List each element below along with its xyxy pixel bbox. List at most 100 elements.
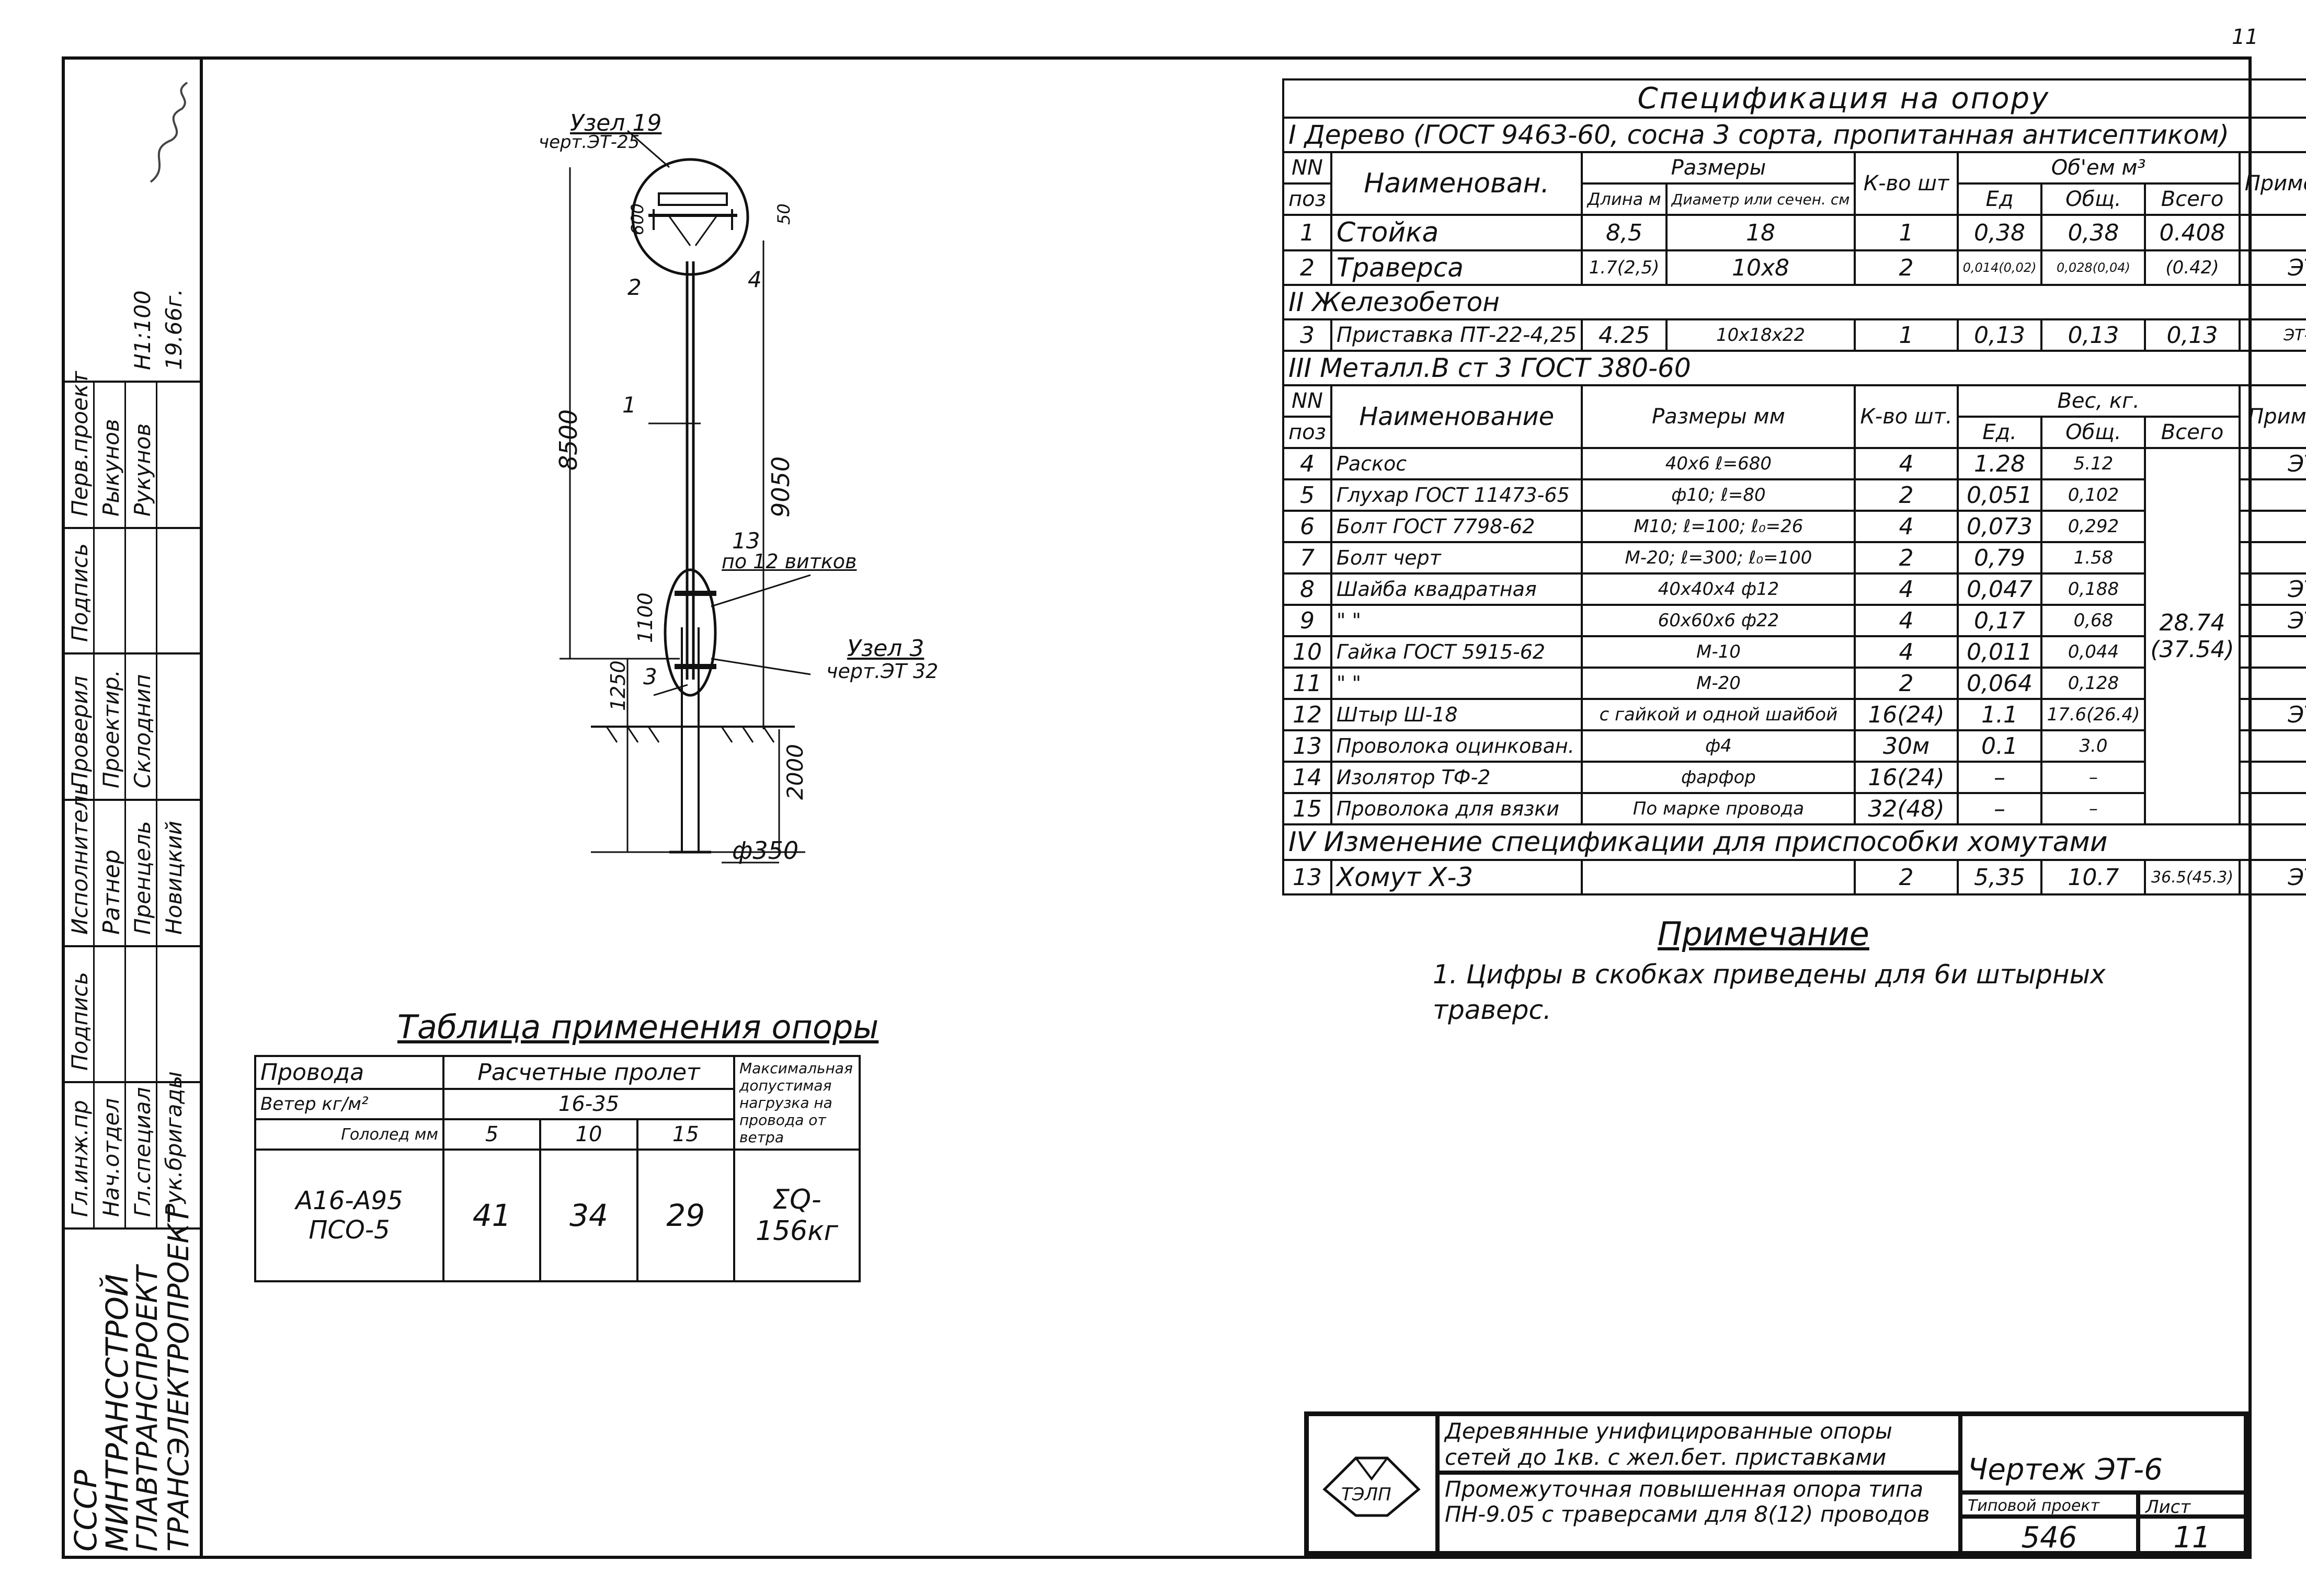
cell: Стойка xyxy=(1330,214,1583,251)
cell: 0,011 xyxy=(1956,635,2043,669)
cell: ЭТ-39 xyxy=(2238,698,2306,731)
cell xyxy=(2238,729,2306,763)
cell xyxy=(2238,667,2306,700)
cell: 17.6(26.4) xyxy=(2040,698,2147,731)
cell: 1.28 xyxy=(1956,447,2043,480)
cell: ЭТ-38 xyxy=(2238,572,2306,606)
cell: 40х40х4 ф12 xyxy=(1581,572,1856,606)
logo-text: ТЭЛП xyxy=(1341,1484,1391,1505)
cell: 5,35 xyxy=(1956,859,2043,895)
stamp-r1-extra: Гл.специал xyxy=(130,1087,155,1217)
title-line-2: Промежуточная повышенная опора типа ПН-9… xyxy=(1437,1473,1960,1553)
dim-top: 600 xyxy=(627,203,647,235)
dim-pole: 9050 xyxy=(767,456,795,518)
cell: 6 xyxy=(1282,510,1332,543)
cell: Проволока для вязки xyxy=(1330,792,1583,825)
dim-ground: 1250 xyxy=(607,660,630,711)
cell: Шайба квадратная xyxy=(1330,572,1583,606)
cell: 1 xyxy=(1282,214,1332,251)
cell: 1.58 xyxy=(2040,541,2147,575)
cell: 4 xyxy=(1854,604,1959,637)
sheet-number: 11 xyxy=(2232,25,2258,49)
cell: 3.0 xyxy=(2040,729,2147,763)
spec-h-diameter: Диаметр или сечен. см xyxy=(1665,182,1856,216)
stamp-r1-last: Рук.бригады xyxy=(161,1071,187,1217)
cell: М10; ℓ=100; ℓ₀=26 xyxy=(1581,510,1856,543)
cell: 0,68 xyxy=(2040,604,2147,637)
h-project: Типовой проект xyxy=(1960,1492,2138,1517)
stamp-r3-extra: Пренцель xyxy=(130,821,155,935)
cell: 8,5 xyxy=(1581,214,1668,251)
spec-h-name2: Наименование xyxy=(1330,384,1583,449)
app-col: 10 xyxy=(539,1118,638,1151)
cell xyxy=(2238,792,2306,825)
cell: 3 xyxy=(1282,318,1332,352)
dim-bind: 1100 xyxy=(634,592,657,643)
app-col: 15 xyxy=(636,1118,736,1151)
stamp-r2-role: Подпись xyxy=(67,972,93,1071)
pos-3: 3 xyxy=(643,664,657,690)
cell: 2 xyxy=(1854,249,1959,286)
cell: 30м xyxy=(1854,729,1959,763)
cell: 10х18х22 xyxy=(1665,318,1856,352)
cell: 2 xyxy=(1282,249,1332,286)
cell: – xyxy=(2040,792,2147,825)
cell: 0,13 xyxy=(2040,318,2147,352)
app-wire-type: А16-А95 ПСО-5 xyxy=(254,1149,444,1282)
h-sheet: Лист xyxy=(2138,1492,2246,1518)
cell: 5 xyxy=(1282,478,1332,512)
stamp-r5-role: Подпись xyxy=(67,543,93,642)
cell: ЭТ-41и43 xyxy=(2238,318,2306,352)
stamp-r1-name: Нач.отдел xyxy=(98,1098,124,1217)
cell: ЭТ-34 xyxy=(2238,249,2306,286)
cell: 0,13 xyxy=(1956,318,2043,352)
app-h-ice: Гололед мм xyxy=(254,1118,444,1151)
cell: ЭТ-38 xyxy=(2238,604,2306,637)
spec-h-note2: Примеч черт. xyxy=(2238,384,2306,449)
app-max-load: ΣQ-156кг xyxy=(733,1149,861,1282)
cell: 0,014(0,02) xyxy=(1956,249,2043,286)
cell: 10 xyxy=(1282,635,1332,669)
cell: – xyxy=(2040,761,2147,794)
project-number: 546 xyxy=(1960,1517,2138,1555)
logo-cell: ТЭЛП xyxy=(1307,1414,1437,1553)
stamp-r1-role: Гл.инж.пр xyxy=(67,1100,93,1217)
cell: 7 xyxy=(1282,541,1332,575)
stamp-r6-role: Перв.проект xyxy=(67,371,93,516)
spec-h-nn2: NN xyxy=(1282,384,1332,418)
cell: 0,188 xyxy=(2040,572,2147,606)
cell: Проволока оцинкован. xyxy=(1330,729,1583,763)
node-bottom-label: Узел 3 xyxy=(847,635,924,662)
cell: 1.7(2,5) xyxy=(1581,249,1668,286)
spec-h-qty: К-во шт xyxy=(1854,151,1959,216)
spec-h-pos2: поз xyxy=(1282,416,1332,449)
cell: 0,073 xyxy=(1956,510,2043,543)
note-title: Примечание xyxy=(1658,915,1869,953)
cell: М-10 xyxy=(1581,635,1856,669)
app-h-max: Максимальная допустимая нагрузка на пров… xyxy=(733,1055,861,1151)
cell: 0,292 xyxy=(2040,510,2147,543)
cell: 1 xyxy=(1854,214,1959,251)
app-value: 34 xyxy=(539,1149,638,1282)
org-line-2: МИНТРАНССТРОЙ xyxy=(99,1273,135,1552)
dim-buried: 2000 xyxy=(782,744,808,800)
cell: Изолятор ТФ-2 xyxy=(1330,761,1583,794)
cell xyxy=(2238,635,2306,669)
cell: 13 xyxy=(1282,729,1332,763)
cell xyxy=(2238,214,2306,251)
stamp-r4-name: Проектир. xyxy=(98,670,124,788)
dim-diameter: ф350 xyxy=(732,836,799,865)
dim-total: 8500 xyxy=(554,409,583,470)
node-top-ref: черт.ЭТ-25 xyxy=(539,132,640,153)
cell: 4 xyxy=(1282,447,1332,480)
cell: – xyxy=(1956,761,2043,794)
title-block: ТЭЛП Деревянные унифицированные опоры се… xyxy=(1304,1411,2248,1556)
cell: 0.408 xyxy=(2144,214,2241,251)
